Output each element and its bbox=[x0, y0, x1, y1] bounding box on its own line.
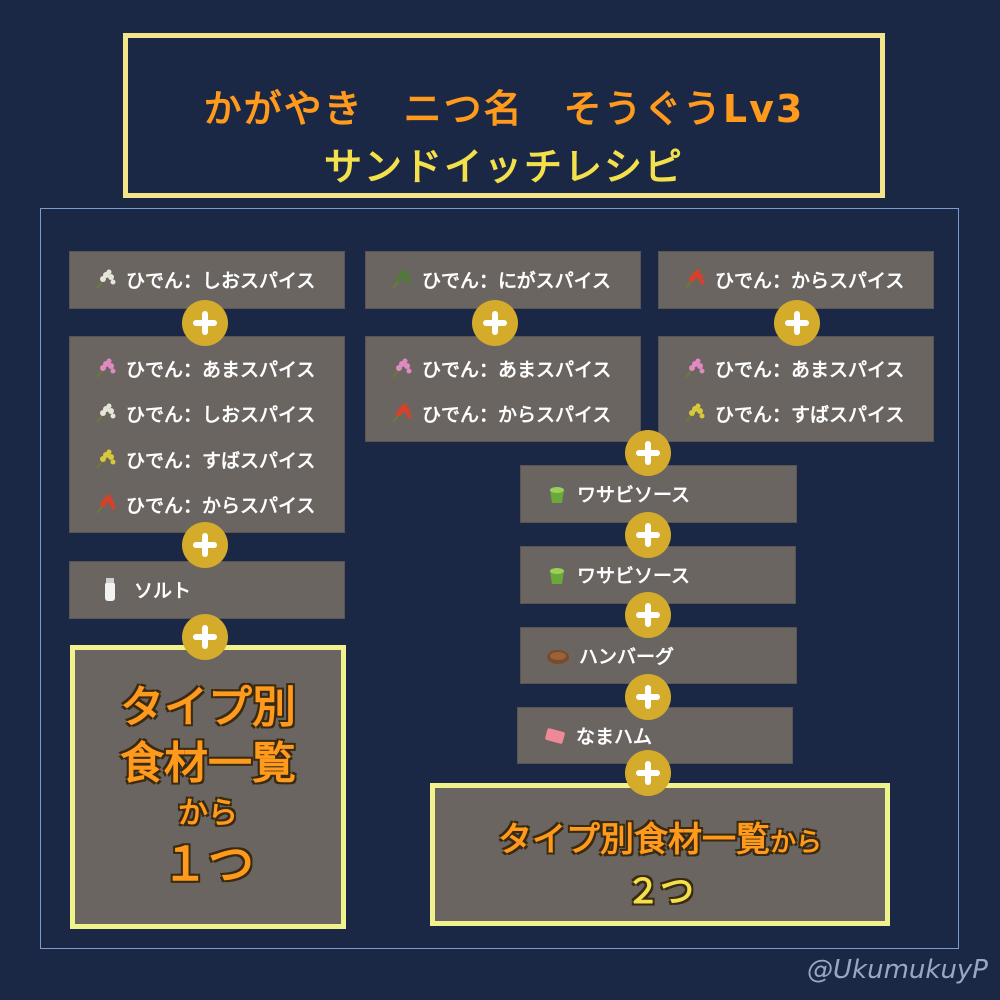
title-box: かがやき ニつ名 そうぐうLv3 サンドイッチレシピ bbox=[123, 33, 885, 198]
spicy-herba-icon bbox=[96, 493, 117, 514]
choose-line3: から bbox=[178, 796, 238, 831]
plus-icon bbox=[182, 300, 228, 346]
plus-icon bbox=[472, 300, 518, 346]
ingredient-row: ソルト bbox=[70, 567, 344, 612]
ingredient-row: ひでん：しおスパイス bbox=[70, 391, 344, 436]
ingredient-panel: ひでん：しおスパイス bbox=[70, 252, 344, 308]
hamburger-patty-icon bbox=[547, 649, 569, 664]
ingredient-panel: ひでん：あまスパイス ひでん：しおスパイス ひでん：すばスパイス ひでん：からス… bbox=[70, 337, 344, 532]
recipe-frame bbox=[40, 208, 959, 949]
plus-icon bbox=[182, 614, 228, 660]
spicy-herba-icon bbox=[685, 268, 706, 289]
plus-icon bbox=[774, 300, 820, 346]
watermark: @UkumukuyP bbox=[807, 955, 988, 985]
ingredient-panel: ひでん：からスパイス bbox=[659, 252, 933, 308]
ingredient-label: ひでん：すばスパイス bbox=[715, 404, 905, 426]
ingredient-label: ワサビソース bbox=[577, 565, 691, 587]
salty-herba-icon bbox=[96, 268, 117, 289]
ingredient-panel: ワサビソース bbox=[521, 466, 796, 522]
sweet-herba-icon bbox=[392, 357, 413, 378]
ingredient-row: ひでん：すばスパイス bbox=[70, 437, 344, 482]
choose-two-box: タイプ別食材一覧から ２つ bbox=[430, 783, 890, 926]
title-line1: かがやき ニつ名 そうぐうLv3 bbox=[203, 87, 805, 131]
title-line2: サンドイッチレシピ bbox=[323, 145, 684, 189]
ingredient-row: ハンバーグ bbox=[521, 633, 796, 678]
choose-line1: タイプ別食材一覧 bbox=[497, 820, 770, 860]
sour-herba-icon bbox=[685, 402, 706, 423]
choose-line1: タイプ別 bbox=[120, 682, 296, 733]
ingredient-panel: ひでん：あまスパイス ひでん：すばスパイス bbox=[659, 337, 933, 441]
ingredient-label: ひでん：からスパイス bbox=[126, 495, 316, 517]
ingredient-panel: ひでん：あまスパイス ひでん：からスパイス bbox=[366, 337, 640, 441]
ingredient-row: ひでん：しおスパイス bbox=[70, 257, 344, 302]
salty-herba-icon bbox=[96, 402, 117, 423]
ingredient-label: ソルト bbox=[134, 580, 192, 602]
ingredient-label: ひでん：あまスパイス bbox=[715, 359, 905, 381]
wasabi-sauce-icon bbox=[550, 567, 564, 584]
ingredient-label: ハンバーグ bbox=[579, 646, 675, 668]
prosciutto-icon bbox=[545, 727, 565, 744]
ingredient-label: ひでん：すばスパイス bbox=[126, 450, 316, 472]
choose-line2: ２つ bbox=[626, 872, 694, 912]
ingredient-label: ひでん：にがスパイス bbox=[422, 270, 612, 292]
ingredient-row: なまハム bbox=[518, 713, 792, 758]
ingredient-label: ひでん：あまスパイス bbox=[126, 359, 316, 381]
ingredient-panel: ソルト bbox=[70, 562, 344, 618]
choose-line2: 食材一覧 bbox=[120, 738, 296, 789]
ingredient-row: ひでん：あまスパイス bbox=[366, 346, 640, 391]
ingredient-label: ワサビソース bbox=[577, 484, 691, 506]
ingredient-row: ひでん：にがスパイス bbox=[366, 257, 640, 302]
ingredient-row: ひでん：からスパイス bbox=[366, 391, 640, 436]
plus-icon bbox=[625, 512, 671, 558]
spicy-herba-icon bbox=[392, 402, 413, 423]
sweet-herba-icon bbox=[96, 357, 117, 378]
ingredient-label: ひでん：しおスパイス bbox=[126, 270, 316, 292]
wasabi-sauce-icon bbox=[550, 486, 564, 503]
plus-icon bbox=[625, 592, 671, 638]
plus-icon bbox=[625, 674, 671, 720]
ingredient-label: ひでん：あまスパイス bbox=[422, 359, 612, 381]
plus-icon bbox=[625, 430, 671, 476]
ingredient-label: ひでん：からスパイス bbox=[422, 404, 612, 426]
ingredient-label: ひでん：からスパイス bbox=[715, 270, 905, 292]
choose-one-box: タイプ別 食材一覧 から １つ bbox=[70, 645, 346, 929]
ingredient-row: ひでん：あまスパイス bbox=[70, 346, 344, 391]
ingredient-panel: ひでん：にがスパイス bbox=[366, 252, 640, 308]
bitter-herba-icon bbox=[392, 268, 413, 289]
ingredient-panel: ハンバーグ bbox=[521, 628, 796, 683]
ingredient-row: ひでん：からスパイス bbox=[659, 257, 933, 302]
ingredient-label: なまハム bbox=[576, 726, 653, 748]
plus-icon bbox=[625, 750, 671, 796]
ingredient-label: ひでん：しおスパイス bbox=[126, 404, 316, 426]
ingredient-row: ひでん：からスパイス bbox=[70, 482, 344, 527]
ingredient-row: ワサビソース bbox=[521, 552, 795, 597]
sweet-herba-icon bbox=[685, 357, 706, 378]
sour-herba-icon bbox=[96, 448, 117, 469]
choose-line4: １つ bbox=[162, 837, 254, 891]
choose-line1-suffix: から bbox=[769, 828, 822, 858]
salt-shaker-icon bbox=[105, 577, 115, 601]
ingredient-row: ワサビソース bbox=[521, 471, 796, 516]
ingredient-row: ひでん：すばスパイス bbox=[659, 391, 933, 436]
ingredient-row: ひでん：あまスパイス bbox=[659, 346, 933, 391]
plus-icon bbox=[182, 522, 228, 568]
